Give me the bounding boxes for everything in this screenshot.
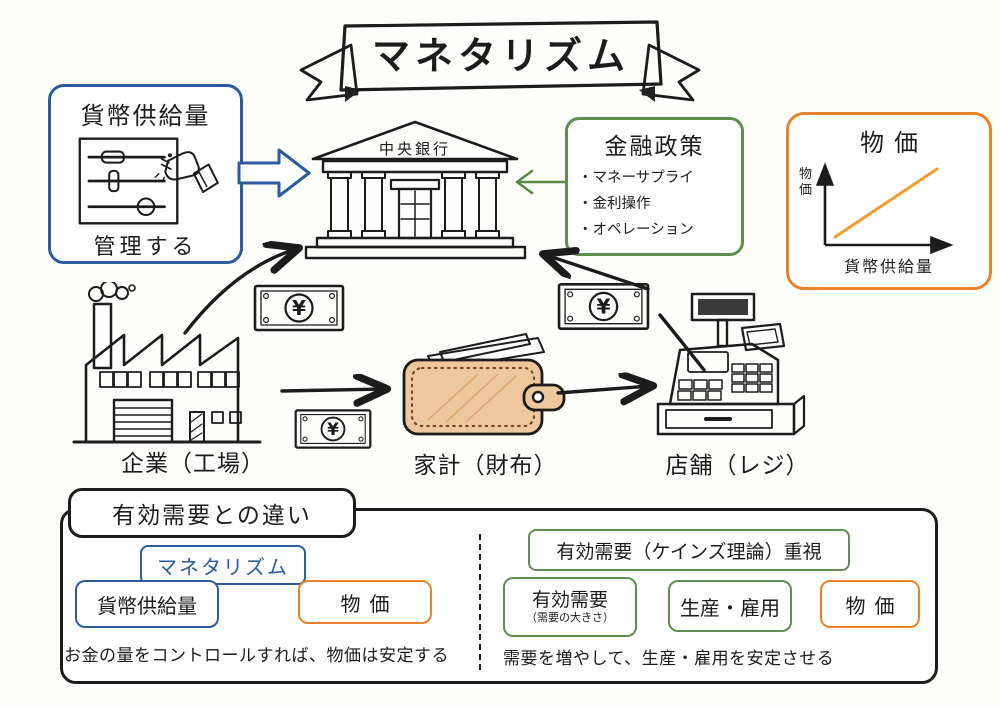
wallet-texture <box>427 373 517 423</box>
bank-door <box>389 178 441 240</box>
price-chart-panel: 物価 物価 貨幣供給量 <box>786 112 992 290</box>
monetarism-target-box: 物価 <box>298 580 432 624</box>
monetarism-source-box: 貨幣供給量 <box>75 580 219 628</box>
yen-symbol: ¥ <box>596 295 610 319</box>
keynes-caption: 需要を増やして、生産・雇用を安定させる <box>503 649 835 669</box>
register-display-screen <box>698 299 748 315</box>
comparison-divider <box>479 534 481 670</box>
factory-icon <box>72 282 262 444</box>
policy-item: ・オペレーション <box>578 222 694 239</box>
monetarism-caption: お金の量をコントロールすれば、物価は安定する <box>64 646 449 666</box>
central-bank-icon: 中央銀行 <box>304 120 527 260</box>
monetary-policy-panel: 金融政策 ・マネーサプライ ・金利操作 ・オペレーション <box>565 117 744 256</box>
factory-chimney <box>92 302 113 370</box>
ribbon-tail-left <box>299 43 359 102</box>
price-chart-xlabel: 貨幣供給量 <box>843 257 934 276</box>
factory-small-window <box>229 411 242 424</box>
hand-icon <box>154 151 219 194</box>
page-title: マネタリズム <box>372 34 630 78</box>
register-keypad-left <box>677 379 723 401</box>
factory-label: 企業（工場） <box>121 451 265 477</box>
factory-small-window <box>211 411 224 424</box>
keynes-step3-box: 物価 <box>820 580 920 628</box>
title-banner-ribbon: マネタリズム <box>299 20 701 102</box>
register-label: 店舗（レジ） <box>665 453 810 479</box>
money-supply-title: 貨幣供給量 <box>80 102 211 130</box>
yen-bill-icon: ¥ <box>557 282 650 331</box>
bank-columns <box>327 171 500 239</box>
policy-to-bank-arrow-icon <box>515 169 566 195</box>
keynes-step2-box: 生産・雇用 <box>668 580 792 632</box>
factory-to-wallet-arrow <box>280 389 384 391</box>
yen-bill-icon: ¥ <box>253 284 345 332</box>
monetary-policy-title: 金融政策 <box>604 134 705 160</box>
register-small-screen <box>740 322 786 352</box>
cash-register-icon <box>656 292 806 436</box>
yen-symbol: ¥ <box>327 419 339 439</box>
wallet-icon <box>402 333 566 436</box>
price-chart-title: 物価 <box>860 129 928 157</box>
factory-door <box>189 411 205 443</box>
policy-item: ・マネーサプライ <box>578 170 694 186</box>
wallet-label: 家計（財布） <box>413 453 558 479</box>
keynes-step1-box: 有効需要 （需要の大きさ） <box>503 577 637 637</box>
ribbon-fold-right <box>639 86 655 102</box>
keynes-step1-label: 有効需要 <box>531 588 608 611</box>
bank-step-lower <box>304 245 527 260</box>
register-display-pole <box>716 318 729 348</box>
wallet-snap <box>531 390 545 404</box>
yen-bill-icon: ¥ <box>294 409 372 449</box>
keynes-step1-note: （需要の大きさ） <box>526 610 614 624</box>
price-chart-plot <box>815 162 954 255</box>
money-supply-caption: 管理する <box>93 235 198 260</box>
factory-body <box>84 333 240 444</box>
price-trend-line <box>833 167 939 239</box>
factory-windows <box>99 371 240 388</box>
policy-item: ・金利操作 <box>578 196 651 213</box>
monetary-policy-list: ・マネーサプライ ・金利操作 ・オペレーション <box>578 165 741 243</box>
keynes-header-box: 有効需要（ケインズ理論）重視 <box>528 529 850 571</box>
yen-symbol: ¥ <box>292 296 306 320</box>
money-supply-to-bank-arrow-icon <box>237 148 311 198</box>
register-drawer-base <box>656 394 806 436</box>
factory-smoke <box>88 282 136 302</box>
mixer-sliders-icon <box>78 137 219 225</box>
monetarism-tag: マネタリズム <box>140 545 306 585</box>
central-bank-label: 中央銀行 <box>379 140 451 158</box>
price-chart-ylabel: 物価 <box>799 167 813 198</box>
register-top-panel <box>687 351 729 373</box>
comparison-header: 有効需要との違い <box>68 488 356 538</box>
wallet-bill-back <box>439 333 531 363</box>
factory-garage-door <box>112 398 174 444</box>
bank-step-upper <box>315 236 515 249</box>
money-supply-panel: 貨幣供給量 管理する <box>48 84 243 264</box>
ribbon-band <box>339 20 663 92</box>
register-keypad-right <box>731 363 773 393</box>
